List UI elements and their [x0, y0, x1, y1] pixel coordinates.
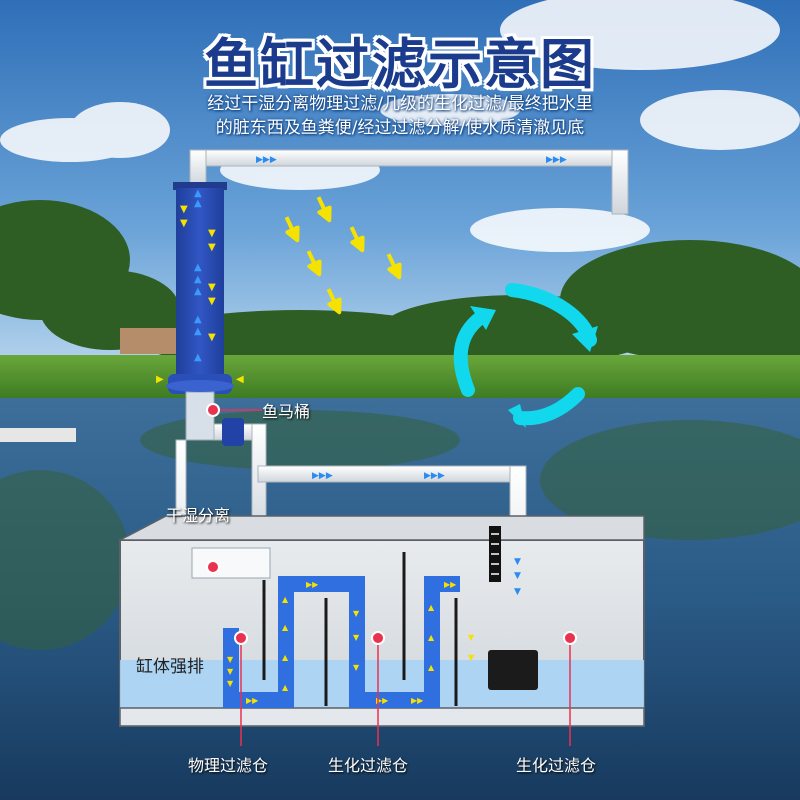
- label-physical-filter: 物理过滤仓: [188, 752, 268, 776]
- pump: [488, 650, 538, 690]
- svg-text:▲: ▲: [194, 262, 202, 273]
- label-bio-filter-2: 生化过滤仓: [516, 752, 596, 776]
- svg-text:▼: ▼: [468, 653, 475, 662]
- svg-text:▲: ▲: [194, 326, 202, 337]
- svg-text:▼: ▼: [227, 655, 234, 664]
- svg-text:▼: ▼: [227, 667, 234, 676]
- svg-text:▲: ▲: [282, 623, 289, 632]
- svg-text:▼: ▼: [353, 633, 360, 642]
- svg-text:▲: ▲: [428, 633, 435, 642]
- svg-text:▼: ▼: [208, 242, 216, 253]
- svg-text:▲: ▲: [428, 603, 435, 612]
- svg-text:▶▶: ▶▶: [246, 696, 259, 705]
- svg-text:▲: ▲: [282, 653, 289, 662]
- lawn: [0, 355, 800, 400]
- svg-text:▼: ▼: [208, 282, 216, 293]
- svg-text:▲: ▲: [428, 663, 435, 672]
- svg-text:▶▶▶: ▶▶▶: [424, 471, 445, 481]
- svg-text:▼: ▼: [208, 296, 216, 307]
- svg-text:▶▶▶: ▶▶▶: [312, 471, 333, 481]
- svg-text:▲: ▲: [194, 286, 202, 297]
- svg-text:▶▶▶: ▶▶▶: [546, 155, 567, 165]
- label-bio-filter-1: 生化过滤仓: [328, 752, 408, 776]
- label-fish-toilet: 鱼马桶: [262, 398, 310, 422]
- label-dry-wet-separation: 干湿分离: [166, 502, 230, 526]
- svg-text:▼: ▼: [208, 332, 216, 343]
- svg-text:▼: ▼: [180, 218, 188, 229]
- page-title: 鱼缸过滤示意图: [0, 20, 800, 99]
- label-tank-drain: 缸体强排: [136, 652, 204, 677]
- level-gauge: [489, 526, 501, 582]
- svg-text:▶: ▶: [156, 374, 164, 385]
- svg-text:▲: ▲: [194, 198, 202, 209]
- building: [120, 328, 180, 354]
- svg-text:◀: ◀: [236, 374, 244, 385]
- svg-text:▶▶▶: ▶▶▶: [256, 155, 277, 165]
- svg-text:▶▶: ▶▶: [444, 580, 457, 589]
- svg-text:▶▶: ▶▶: [411, 696, 424, 705]
- svg-text:▼: ▼: [353, 609, 360, 618]
- svg-text:▼: ▼: [227, 679, 234, 688]
- svg-text:▲: ▲: [194, 352, 202, 363]
- svg-text:▶▶: ▶▶: [306, 580, 319, 589]
- svg-text:▼: ▼: [353, 663, 360, 672]
- svg-text:▼: ▼: [514, 571, 521, 581]
- dock: [0, 428, 76, 442]
- svg-text:▼: ▼: [468, 633, 475, 642]
- svg-text:▲: ▲: [282, 595, 289, 604]
- svg-text:▲: ▲: [194, 274, 202, 285]
- svg-text:▲: ▲: [282, 683, 289, 692]
- subtitle-line-1: 经过干湿分离物理过滤/几级的生化过滤/最终把水里: [0, 89, 800, 114]
- svg-text:▲: ▲: [194, 314, 202, 325]
- svg-text:▼: ▼: [514, 557, 521, 567]
- svg-text:▼: ▼: [180, 204, 188, 215]
- dry-wet-box: [192, 548, 270, 578]
- subtitle-line-2: 的脏东西及鱼粪便/经过过滤分解/使水质清澈见底: [0, 113, 800, 138]
- svg-text:▼: ▼: [208, 228, 216, 239]
- svg-text:▼: ▼: [514, 587, 521, 597]
